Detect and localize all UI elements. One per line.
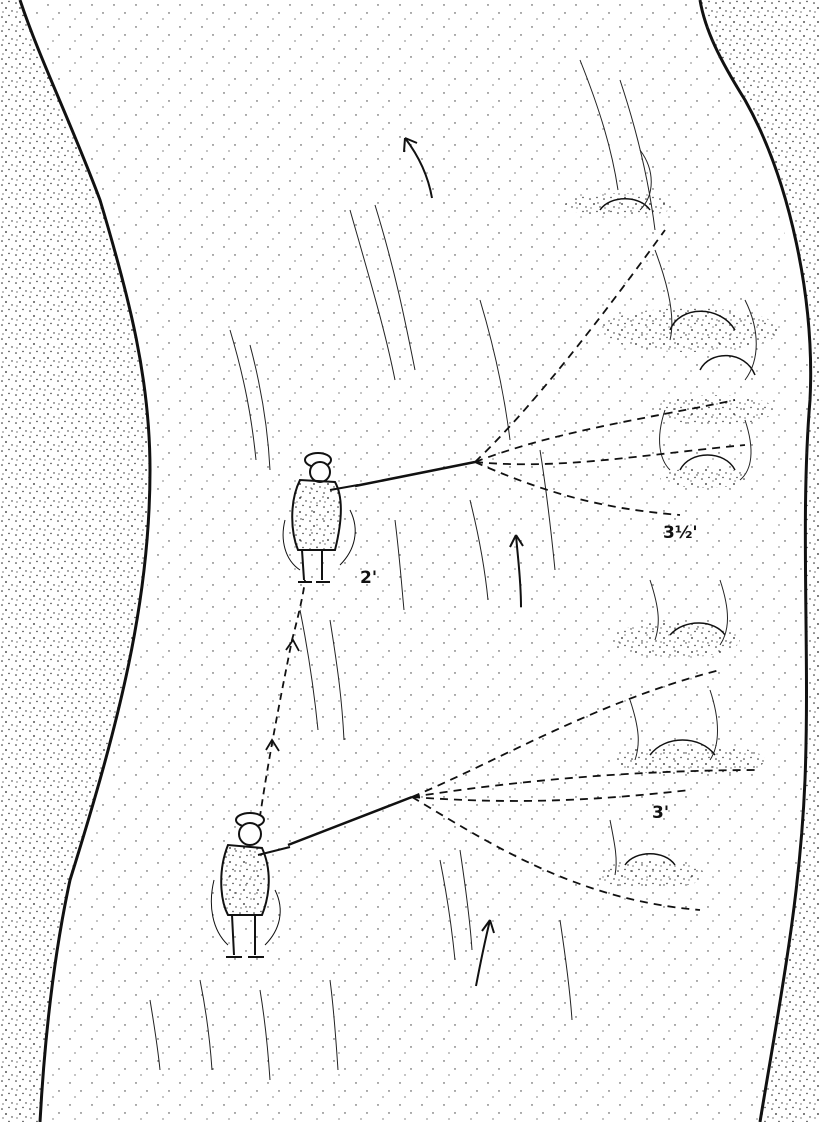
depth-label-pool-upper: 3½' [663, 523, 698, 543]
depth-label-pool-lower: 3' [652, 803, 669, 823]
water-texture [30, 0, 810, 1122]
depth-label-angler-upper: 2' [360, 568, 377, 588]
rock-cluster-1 [565, 193, 675, 217]
